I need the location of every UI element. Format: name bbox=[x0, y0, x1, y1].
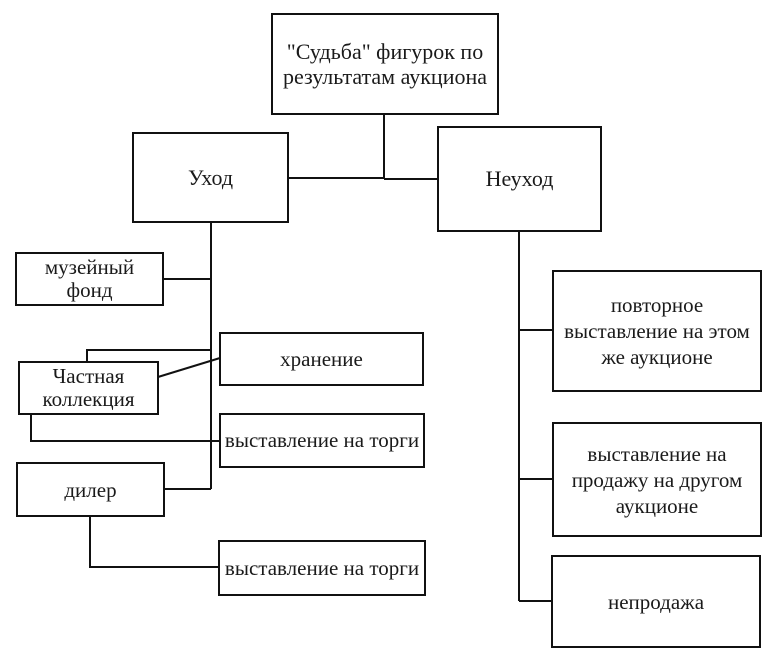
other-auction-node: выставление на продажу на другом аукцион… bbox=[552, 422, 762, 537]
dealer-label: дилер bbox=[64, 477, 117, 502]
repeat-auction-node: повторное выставление на этом же аукцион… bbox=[552, 270, 762, 392]
other-auction-label: выставление на продажу на другом аукцион… bbox=[571, 441, 743, 518]
museum-fund-label: музейный фонд bbox=[44, 255, 135, 302]
noleave-node: Неуход bbox=[437, 126, 602, 232]
connector-private-top bbox=[86, 349, 211, 361]
storage-node: хранение bbox=[219, 332, 424, 386]
museum-fund-node: музейный фонд bbox=[15, 252, 164, 306]
private-sale-node: выставление на торги bbox=[219, 413, 425, 468]
private-sale-label: выставление на торги bbox=[224, 428, 420, 452]
private-collection-node: Частная коллекция bbox=[18, 361, 159, 415]
no-sale-node: непродажа bbox=[551, 555, 761, 648]
root-label: "Судьба" фигурок по результатам аукциона bbox=[282, 39, 488, 89]
leave-node: Уход bbox=[132, 132, 289, 223]
storage-label: хранение bbox=[280, 347, 363, 371]
leave-label: Уход bbox=[187, 164, 234, 190]
connector-private-storage bbox=[157, 357, 221, 378]
dealer-sale-node: выставление на торги bbox=[218, 540, 426, 596]
root-node: "Судьба" фигурок по результатам аукциона bbox=[271, 13, 499, 115]
noleave-label: Неуход bbox=[485, 166, 554, 191]
private-collection-label: Частная коллекция bbox=[42, 364, 135, 411]
connector-dealer-sale bbox=[89, 516, 218, 568]
repeat-auction-label: повторное выставление на этом же аукцион… bbox=[564, 293, 750, 369]
no-sale-label: непродажа bbox=[607, 589, 705, 614]
dealer-node: дилер bbox=[16, 462, 165, 517]
dealer-sale-label: выставление на торги bbox=[224, 555, 420, 580]
connector-private-sale bbox=[30, 414, 219, 442]
